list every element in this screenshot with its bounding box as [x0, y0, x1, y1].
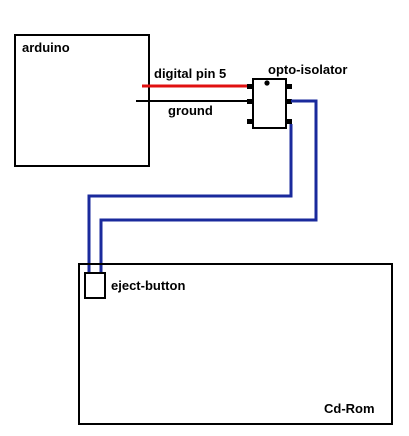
digital-pin-label: digital pin 5	[154, 66, 226, 81]
button-wire-outer	[87, 124, 293, 274]
eject-button-label: eject-button	[111, 278, 185, 293]
eject-button-box	[84, 272, 106, 299]
chip-pin	[285, 119, 292, 124]
chip-pin	[285, 99, 292, 104]
cdrom-label: Cd-Rom	[324, 401, 375, 416]
chip-pin	[285, 84, 292, 89]
chip-pin	[247, 84, 254, 89]
cdrom-box	[78, 263, 393, 425]
ground-label: ground	[168, 103, 213, 118]
opto-isolator-chip	[252, 78, 287, 129]
chip-pin	[247, 99, 254, 104]
pin-one-dot	[264, 80, 270, 86]
arduino-label: arduino	[22, 40, 70, 55]
opto-isolator-label: opto-isolator	[268, 62, 347, 77]
button-wire-inner	[99, 99, 318, 274]
chip-pin	[247, 119, 254, 124]
